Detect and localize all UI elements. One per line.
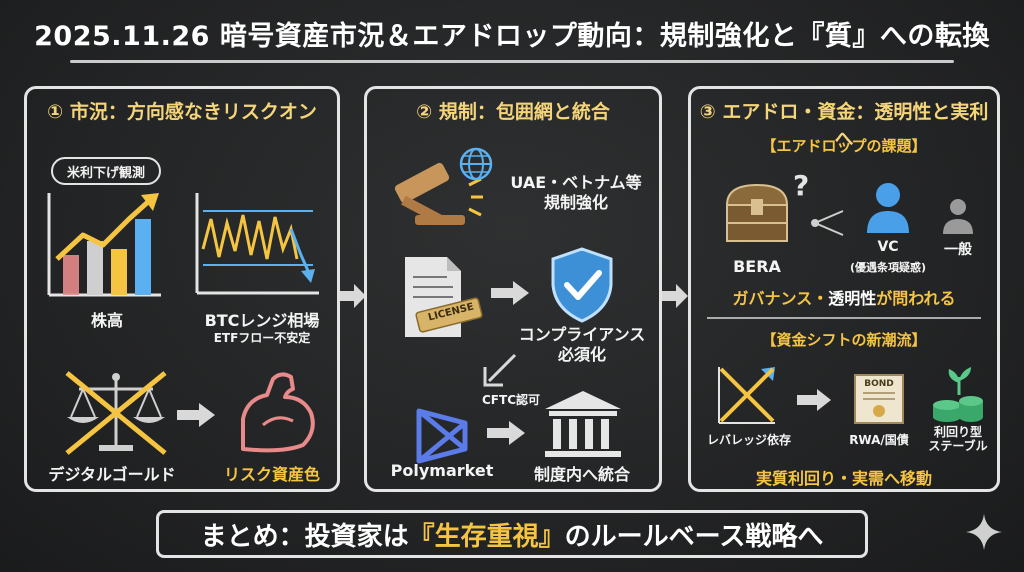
shield-check-icon xyxy=(551,247,613,323)
leverage-label: レバレッジ依存 xyxy=(706,433,791,447)
stable-label: 利回り型 ステーブル xyxy=(928,425,988,454)
btc-range-chart-icon xyxy=(195,193,319,295)
panel-airdrop-funds: ③ エアドロ・資金：透明性と実利へ 【エアドロップの課題】 ? BERA VC … xyxy=(688,86,1000,492)
summary-prefix: まとめ：投資家は xyxy=(200,521,409,552)
yield-shift-text: 実質利回り・実需へ移動 xyxy=(755,469,932,488)
muscle-arm-icon xyxy=(241,372,315,453)
section-divider xyxy=(707,317,981,319)
license-document-icon xyxy=(405,257,483,337)
institution-building-icon xyxy=(545,391,621,457)
rate-cut-bubble-text: 米利下げ観測 xyxy=(66,165,145,181)
panel-market-title: ① 市況：方向感なきリスクオン xyxy=(47,101,317,123)
airdrop-heading: 【エアドロップの課題】 xyxy=(761,137,927,155)
title-underline xyxy=(70,60,954,63)
summary-suffix: のルールベース戦略へ xyxy=(564,521,824,552)
arrow-diagonal-down-icon xyxy=(483,353,517,387)
vc-sublabel: (優遇条項疑惑) xyxy=(849,261,927,274)
page-title: 2025.11.26 暗号資産市況＆エアドロップ動向：規制強化と『質』への転換 xyxy=(34,21,990,52)
arrow-leverage-to-rwa xyxy=(797,389,831,411)
arrow-license-to-shield xyxy=(491,281,529,305)
bera-label: BERA xyxy=(733,257,781,276)
polymarket-logo-icon xyxy=(416,408,468,464)
btc-range-label: BTCレンジ相場 xyxy=(204,311,320,330)
summary-banner: まとめ：投資家は 『生存重視』 のルールベース戦略へ xyxy=(156,510,868,558)
panel-regulation: ② 規制：包囲網と統合 UAE・ベトナム等 規制強化 LICENSE コンプライ… xyxy=(364,86,662,492)
bond-certificate-icon xyxy=(854,374,904,424)
governance-text: ガバナンス・透明性が問われる xyxy=(691,285,997,309)
globe-icon xyxy=(459,147,493,181)
vc-label: VC xyxy=(877,239,899,255)
btc-range-sublabel: ETFフロー不安定 xyxy=(213,331,311,345)
arrow-right-icon xyxy=(177,403,215,427)
question-mark-icon: ? xyxy=(793,169,810,202)
arrow-panel1-to-panel2 xyxy=(340,284,366,308)
shift-heading: 【資金シフトの新潮流】 xyxy=(761,331,927,349)
leverage-crossed-icon xyxy=(718,367,775,424)
governance-text-content: ガバナンス・透明性が問われる xyxy=(732,289,956,308)
scale-crossed-icon xyxy=(65,371,167,455)
gavel-icon xyxy=(394,162,483,225)
rwa-label: RWA/国債 xyxy=(849,433,909,447)
stocks-label: 株高 xyxy=(90,311,123,330)
regulation-label: UAE・ベトナム等 規制強化 xyxy=(510,173,642,212)
bond-text: BOND xyxy=(864,379,894,389)
integrate-label: 制度内へ統合 xyxy=(533,465,630,484)
general-person-icon xyxy=(943,199,973,234)
general-label: 一般 xyxy=(944,242,972,258)
rate-cut-bubble: 米利下げ観測 xyxy=(51,157,161,185)
arrow-poly-to-bank xyxy=(487,421,525,445)
arrow-panel2-to-panel3 xyxy=(662,284,688,308)
cftc-label: CFTC認可 xyxy=(482,393,540,407)
governance-highlight: 透明性 xyxy=(828,289,877,308)
treasure-chest-icon xyxy=(725,183,789,242)
polymarket-label: Polymarket xyxy=(390,461,494,480)
yield-coins-plant-icon xyxy=(933,367,983,422)
risk-asset-label: リスク資産色 xyxy=(223,465,320,484)
summary-highlight: 『生存重視』 xyxy=(408,521,565,552)
share-split-icon xyxy=(811,210,844,236)
digital-gold-label: デジタルゴールド xyxy=(48,465,176,484)
panel-regulation-title: ② 規制：包囲網と統合 xyxy=(416,101,610,123)
sparkle-icon xyxy=(966,514,1002,550)
compliance-label: コンプライアンス 必須化 xyxy=(518,325,646,364)
vc-person-icon xyxy=(867,183,909,233)
stock-chart-icon xyxy=(47,193,161,297)
panel-airdrop-title: ③ エアドロ・資金：透明性と実利へ xyxy=(699,101,989,150)
panel-market: ① 市況：方向感なきリスクオン 米利下げ観測 株高 BTCレンジ相場 ETFフロ… xyxy=(24,86,340,492)
